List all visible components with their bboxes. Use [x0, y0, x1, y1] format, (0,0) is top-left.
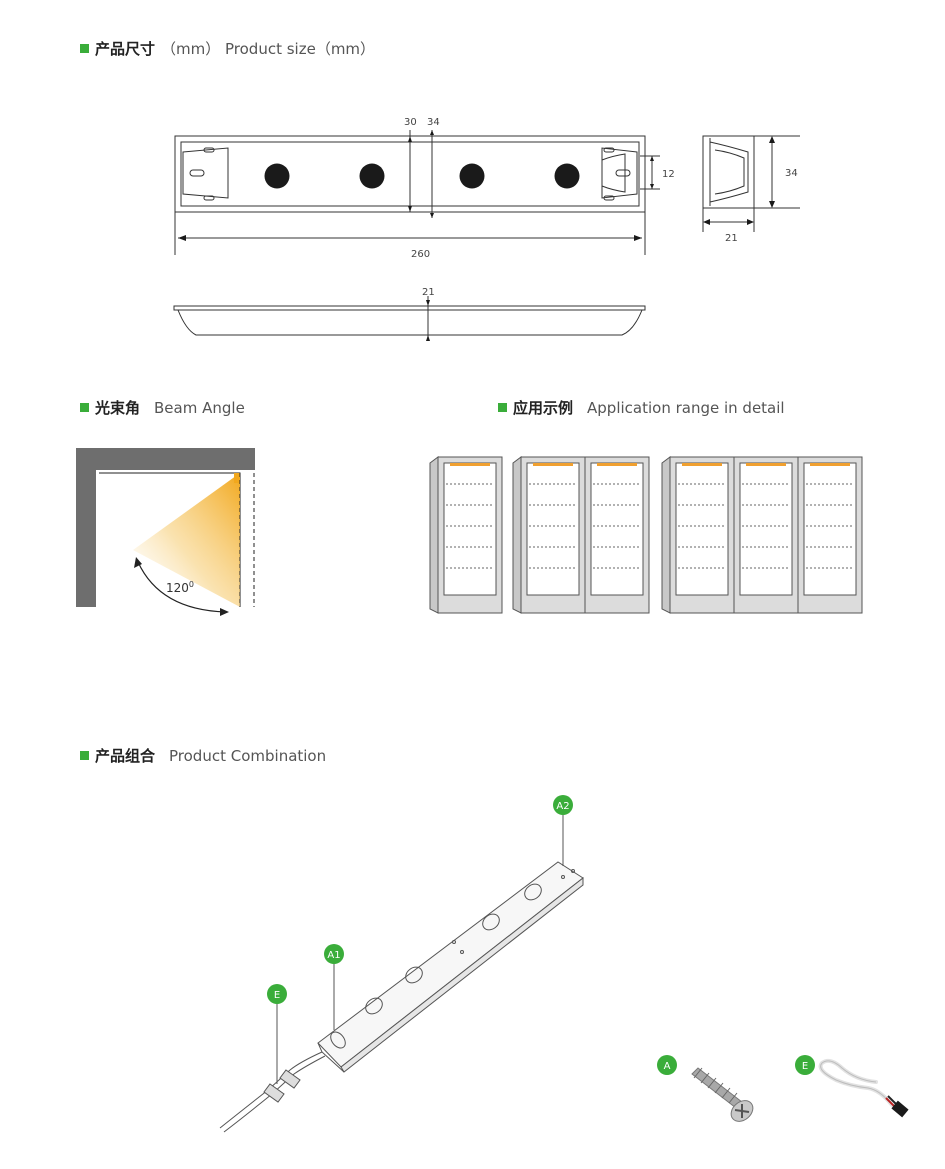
dim-label-side-34: 34	[785, 168, 798, 179]
badge-e2	[795, 1055, 815, 1075]
section-heading-beam-angle: 光束角 Beam Angle	[80, 397, 245, 418]
led-light-bar	[533, 463, 573, 466]
dim-label-30: 30	[404, 117, 417, 128]
heading-cn: 应用示例	[513, 399, 574, 417]
front-view-drawing: 30 34 12 260 34 21 21	[173, 117, 800, 341]
heading-en: Product Combination	[169, 746, 327, 765]
badge-a	[657, 1055, 677, 1075]
badge-a1-label: A1	[327, 950, 340, 961]
square-bullet-icon	[80, 403, 89, 412]
cabinet-door	[526, 462, 580, 596]
led-dot	[359, 163, 385, 189]
dim-label-profile-21: 21	[422, 287, 435, 298]
cabinet-door	[803, 462, 857, 596]
heading-en: Beam Angle	[154, 398, 245, 417]
cabinet-door	[675, 462, 729, 596]
screw-image	[691, 1067, 754, 1122]
heading-cn: 产品尺寸	[95, 40, 156, 58]
beam-angle-value: 1200	[166, 580, 194, 595]
led-light-bar	[682, 463, 722, 466]
dim-label-260: 260	[411, 249, 430, 260]
heading-cn: 光束角	[95, 399, 141, 417]
cabinet-door	[590, 462, 644, 596]
beam-angle-illustration: 1200	[76, 448, 255, 616]
led-dot	[264, 163, 290, 189]
heading-en: （mm） Product size（mm）	[161, 40, 376, 58]
led-light-bar	[810, 463, 850, 466]
badge-e2-label: E	[802, 1061, 808, 1072]
dim-label-side-21: 21	[725, 233, 738, 244]
badge-e1-label: E	[274, 990, 280, 1001]
side-view-drawing	[702, 135, 800, 232]
application-illustration	[429, 456, 863, 614]
badge-a1	[324, 944, 344, 964]
heading-cn: 产品组合	[95, 747, 156, 765]
cabinet-door	[443, 462, 497, 596]
badge-a2	[553, 795, 573, 815]
cabinet-door	[739, 462, 793, 596]
led-light-bar	[746, 463, 786, 466]
square-bullet-icon	[498, 403, 507, 412]
square-bullet-icon	[80, 44, 89, 53]
cable-accessory-image	[818, 1058, 909, 1118]
led-dot	[554, 163, 580, 189]
led-light-bar	[450, 463, 490, 466]
badge-a2-label: A2	[556, 801, 569, 812]
badge-a-label: A	[664, 1061, 671, 1072]
square-bullet-icon	[80, 751, 89, 760]
section-heading-combination: 产品组合 Product Combination	[80, 745, 326, 766]
section-heading-application: 应用示例 Application range in detail	[498, 397, 785, 418]
section-heading-product-size: 产品尺寸 （mm） Product size（mm）	[80, 38, 375, 59]
badge-e1	[267, 984, 287, 1004]
heading-en: Application range in detail	[587, 398, 785, 417]
dim-label-12: 12	[662, 169, 675, 180]
led-dot	[459, 163, 485, 189]
led-light-bar	[597, 463, 637, 466]
dim-label-34: 34	[427, 117, 440, 128]
